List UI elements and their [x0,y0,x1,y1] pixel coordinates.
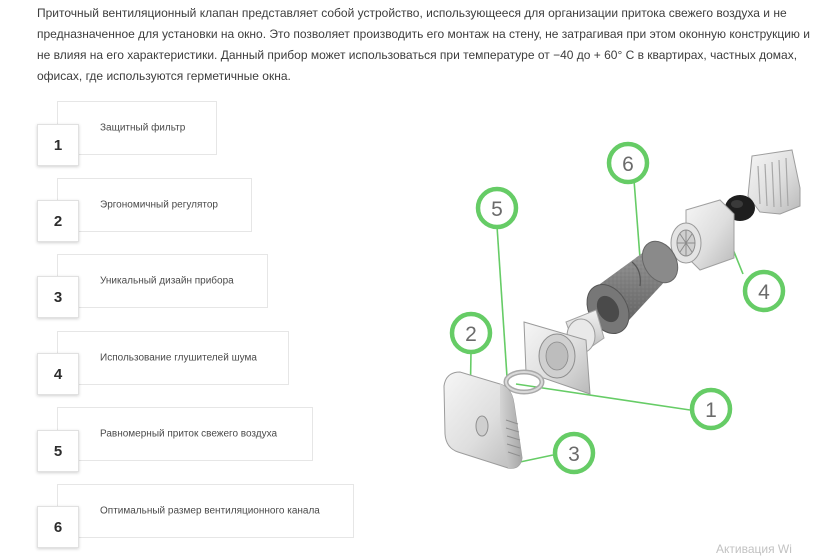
callout-1: 1 [689,387,733,431]
callout-1-number: 1 [705,399,717,422]
callout-6: 6 [606,141,650,185]
leader-line-6 [633,179,641,259]
leader-line-5 [496,225,509,393]
feature-card-5: Равномерный приток свежего воздуха [57,407,313,461]
callout-5: 5 [475,186,519,230]
os-activation-watermark: Активация Wi [716,542,792,556]
foam-muffler-part [586,240,679,334]
outer-hood-part [747,149,801,215]
feature-number-3: 3 [37,276,79,318]
intro-paragraph: Приточный вентиляционный клапан представ… [37,6,810,83]
feature-number-6: 6 [37,506,79,548]
feature-number-5: 5 [37,430,79,472]
feature-card-6: Оптимальный размер вентиляционного канал… [57,484,354,538]
callout-4-number: 4 [758,281,770,304]
leader-line-1 [515,383,691,411]
callout-2-number: 2 [465,323,477,346]
feature-label-3: Уникальный дизайн прибора [100,275,234,287]
callout-3: 3 [552,431,596,475]
feature-label-6: Оптимальный размер вентиляционного канал… [100,505,320,517]
front-cover-part [443,371,523,469]
feature-number-1: 1 [37,124,79,166]
ring-part [503,369,545,395]
feature-label-1: Защитный фильтр [100,122,186,134]
callout-2: 2 [449,311,493,355]
feature-number-2: 2 [37,200,79,242]
feature-number-4: 4 [37,353,79,395]
callout-5-number: 5 [491,198,503,221]
feature-card-1: Защитный фильтр [57,101,217,155]
feature-label-4: Использование глушителей шума [100,352,257,364]
feature-card-2: Эргономичный регулятор [57,178,252,232]
fan-plate-part [670,199,735,271]
feature-card-3: Уникальный дизайн прибора [57,254,268,308]
callout-4: 4 [742,269,786,313]
callout-6-number: 6 [622,153,634,176]
feature-label-5: Равномерный приток свежего воздуха [100,428,278,440]
feature-label-2: Эргономичный регулятор [100,199,218,211]
leader-line-3 [519,454,554,463]
callout-3-number: 3 [568,443,580,466]
